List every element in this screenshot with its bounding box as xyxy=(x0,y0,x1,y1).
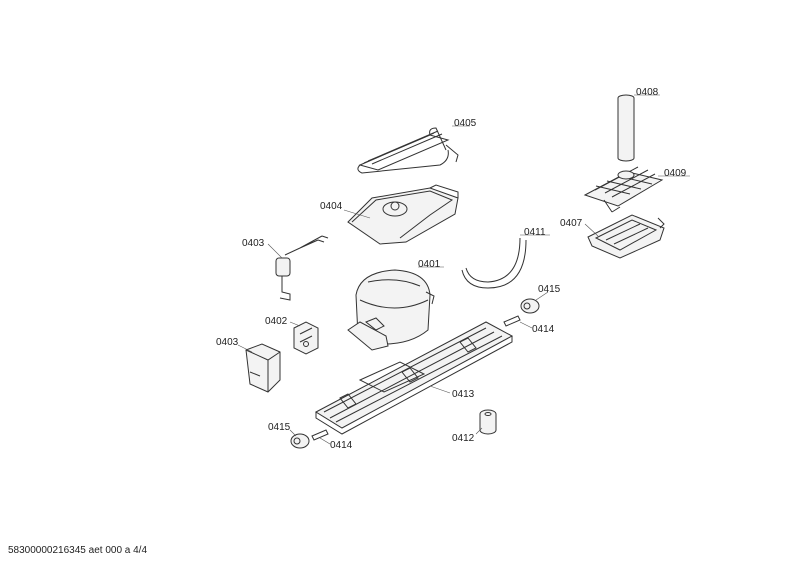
part-relay-0402[interactable] xyxy=(293,321,319,355)
part-drawer-0407[interactable] xyxy=(587,214,665,259)
part-foot-0415-top[interactable] xyxy=(520,298,540,314)
part-tray-0404[interactable] xyxy=(347,184,459,245)
callout-0415-top: 0415 xyxy=(538,284,561,295)
part-baseplate-0413[interactable] xyxy=(314,321,514,435)
document-id-footer: 58300000216345 aet 000 a 4/4 xyxy=(8,545,148,556)
callout-0405: 0405 xyxy=(454,118,477,129)
callout-0409: 0409 xyxy=(664,168,687,179)
callout-0411: 0411 xyxy=(524,227,546,238)
callout-0402: 0402 xyxy=(265,316,288,327)
callout-0415-bottom: 0415 xyxy=(268,422,291,433)
part-hose-0411[interactable] xyxy=(461,237,527,289)
callout-0414-top: 0414 xyxy=(532,324,555,335)
part-foot-0415-bottom[interactable] xyxy=(290,433,310,449)
callout-0401: 0401 xyxy=(418,259,441,270)
part-grid-0409[interactable] xyxy=(583,166,664,213)
callout-0414-bottom: 0414 xyxy=(330,440,353,451)
callout-0403-bottom: 0403 xyxy=(216,337,239,348)
part-pin-0414-top[interactable] xyxy=(503,315,521,327)
callout-0413: 0413 xyxy=(452,389,475,400)
part-capacitor-0403[interactable] xyxy=(275,235,329,301)
callout-0404: 0404 xyxy=(320,201,343,212)
part-cover-0403[interactable] xyxy=(245,343,281,393)
part-coil-0405[interactable] xyxy=(357,127,459,174)
part-pin-0414-bottom[interactable] xyxy=(311,429,329,441)
part-bushing-0412[interactable] xyxy=(479,409,497,435)
callout-0412: 0412 xyxy=(452,433,475,444)
callout-0403-top: 0403 xyxy=(242,238,265,249)
callout-0407: 0407 xyxy=(560,218,583,229)
part-compressor-0401[interactable] xyxy=(347,269,435,351)
callout-0408: 0408 xyxy=(636,87,659,98)
part-tube-0408[interactable] xyxy=(617,94,635,162)
